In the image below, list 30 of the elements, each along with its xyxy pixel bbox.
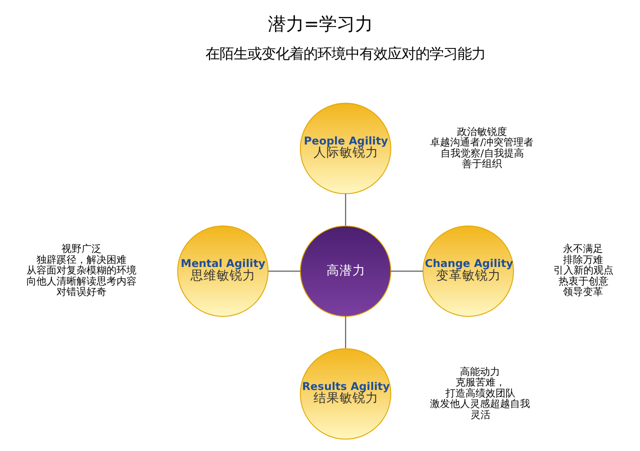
node-label: 克服苦难， xyxy=(454,378,505,389)
node-label: 自我觉察/自我提高 xyxy=(440,148,524,160)
node-label: 视野广泛 xyxy=(61,244,102,256)
node-circle: Change Agility 变革敏锐力 xyxy=(422,226,514,317)
node-circle: Results Agility 结果敏锐力 xyxy=(299,348,391,440)
node-circle: Mental Agility 思维敏锐力 xyxy=(176,226,268,317)
label: 在陌生或变化着的环境中有效应对的学习能力 xyxy=(205,46,486,62)
node-circle: People Agility 人际敏锐力 xyxy=(299,102,391,194)
node-label: 对错误好奇 xyxy=(56,287,106,298)
node-label: 排除万难 xyxy=(562,254,603,266)
node-label: 善于组织 xyxy=(462,159,502,170)
node-circle: 高潜力 xyxy=(299,226,391,317)
node-label: 领导变革 xyxy=(562,287,603,298)
node-label: 高能动力 xyxy=(460,366,500,378)
node-label: 独辟蹊径，解决困难 xyxy=(36,254,126,266)
node-label: 向他人清晰解读思考内容 xyxy=(26,276,136,288)
node-label: 打造高绩效团队 xyxy=(444,388,515,400)
connector xyxy=(344,194,346,226)
node-label: 从容面对复杂模糊的环境 xyxy=(26,266,136,277)
node-label: 永不满足 xyxy=(562,244,603,256)
diagram-title: 潜力=学习力 xyxy=(267,14,373,35)
connector xyxy=(390,270,422,272)
node-label: 灵活 xyxy=(470,410,490,421)
connector xyxy=(268,270,300,272)
node-label: 热衷于创意 xyxy=(558,276,608,288)
node-label: 政治敏锐度 xyxy=(456,126,507,138)
node-label: 激发他人灵感超越自我 xyxy=(430,399,530,410)
node-label: 引入新的观点 xyxy=(552,266,613,277)
node-label: 卓越沟通者/冲突管理者 xyxy=(430,138,534,149)
connector xyxy=(344,316,346,348)
